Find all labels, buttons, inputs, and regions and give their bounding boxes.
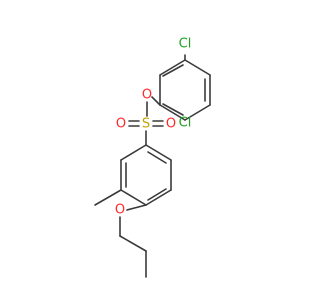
bond-ring-b-3 xyxy=(120,189,147,206)
bond-ring-a-7 xyxy=(159,59,186,76)
bond-lines xyxy=(94,54,211,278)
bond-ring-a-5 xyxy=(159,104,186,121)
bond-ring-b-6 xyxy=(145,144,172,161)
atom-o-ether: O xyxy=(115,203,125,218)
bond-ring-a-2 xyxy=(184,59,211,76)
atom-s-sulfonyl: S xyxy=(142,117,150,132)
bond-ring-a-inner-3 xyxy=(162,64,184,77)
atom-o-sulfonyl-left: O xyxy=(116,117,126,132)
atom-o-ester: O xyxy=(142,88,152,103)
atom-o-sulfonyl-right: O xyxy=(166,117,176,132)
structure-diagram: Cl Cl O S O O O xyxy=(94,37,211,278)
bond-methyl xyxy=(94,189,122,206)
bond-ring-b-inner-2 xyxy=(147,188,167,201)
atom-cl-top: Cl xyxy=(179,37,192,52)
bond-c-o-ether xyxy=(126,204,147,211)
bond-ethyl-1 xyxy=(119,235,147,252)
bond-ring-b-1 xyxy=(120,144,147,161)
bond-c-o-ester xyxy=(151,96,161,106)
bond-ring-b-4 xyxy=(145,189,172,206)
atom-labels: Cl Cl O S O O O xyxy=(115,37,191,218)
bond-ring-a-inner-2 xyxy=(162,103,184,116)
bond-ring-b-inner-3 xyxy=(147,151,167,164)
atom-cl-right: Cl xyxy=(179,116,192,131)
bond-ring-a-4 xyxy=(184,104,211,121)
